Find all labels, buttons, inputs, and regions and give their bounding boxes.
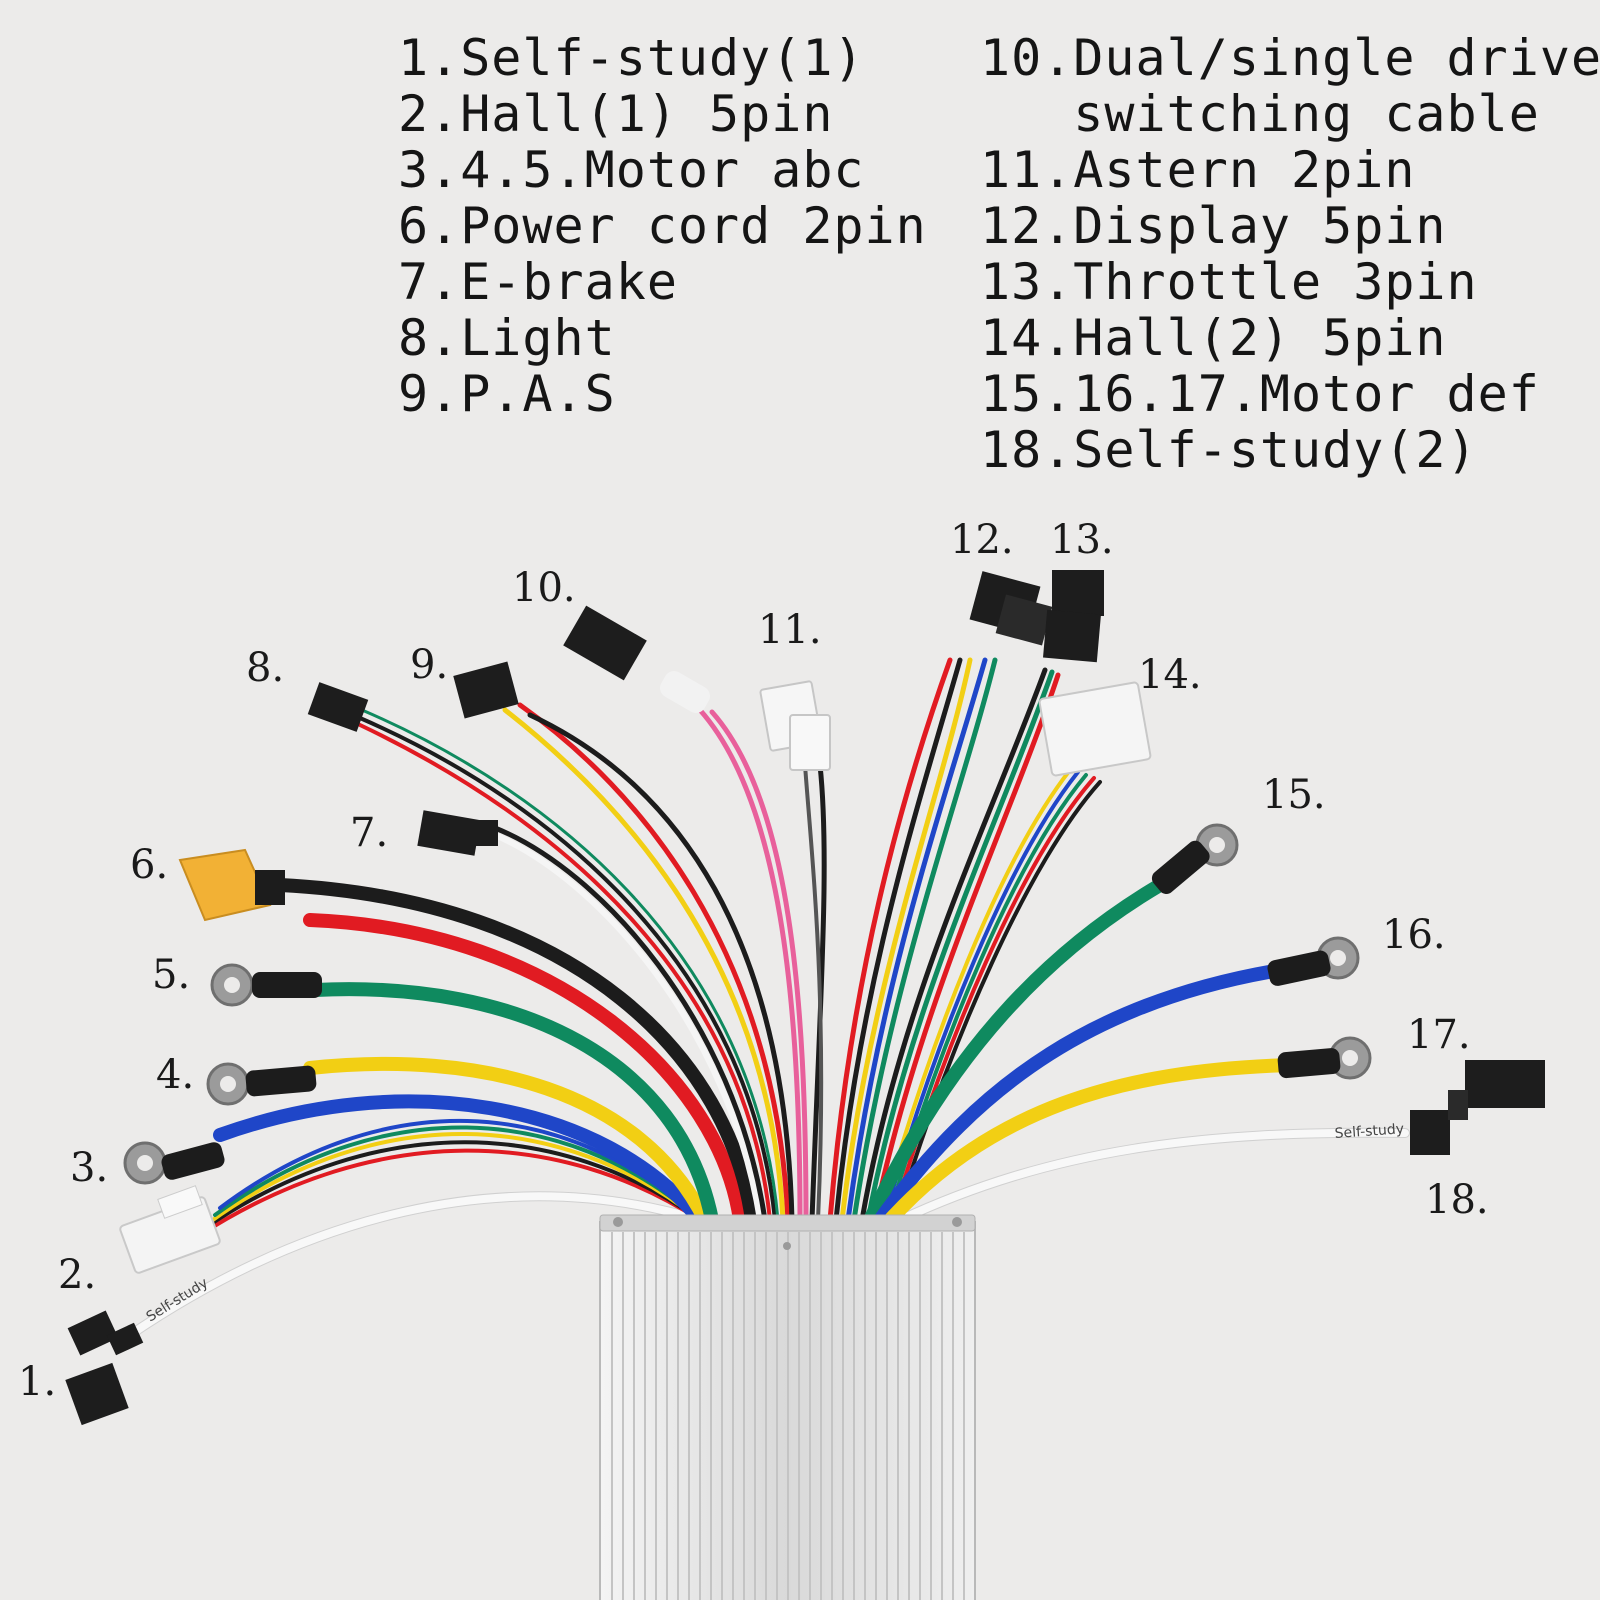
callout-6: 6. bbox=[130, 842, 169, 888]
wire-motor-a-blue bbox=[213, 1094, 707, 1227]
controller-body bbox=[599, 1214, 976, 1600]
legend-right-item: 13.Throttle 3pin bbox=[980, 253, 1478, 311]
wire-motor-e-blue bbox=[873, 963, 1287, 1227]
terminal-4 bbox=[206, 1062, 317, 1106]
legend-left-item: 6.Power cord 2pin bbox=[398, 197, 927, 255]
wire-motor-c-green bbox=[308, 982, 719, 1227]
terminal-15 bbox=[1151, 823, 1239, 894]
callout-3: 3. bbox=[70, 1145, 109, 1191]
connector-10-dual-single bbox=[563, 605, 710, 713]
callout-15: 15. bbox=[1262, 772, 1326, 818]
connector-18-self-study bbox=[1410, 1060, 1545, 1155]
connector-14-hall-2 bbox=[1038, 681, 1152, 777]
cable-label-self-study-1: Self-study bbox=[144, 1275, 211, 1325]
wire-motor-d-green bbox=[863, 878, 1167, 1227]
legend-left-item: 9.P.A.S bbox=[398, 365, 616, 423]
legend-right-item: 15.16.17.Motor def bbox=[980, 365, 1540, 423]
legend-right-item: switching cable bbox=[980, 85, 1540, 143]
callout-7: 7. bbox=[350, 810, 389, 856]
legend-right-item: 10.Dual/single drive bbox=[980, 29, 1600, 87]
wire-dual-single bbox=[697, 707, 803, 1223]
legend-left-item: 2.Hall(1) 5pin bbox=[398, 85, 834, 143]
legend-right-item: 18.Self-study(2) bbox=[980, 421, 1478, 479]
wire-motor-b-yellow bbox=[303, 1056, 712, 1227]
callout-5: 5. bbox=[152, 952, 191, 998]
wire-power-red bbox=[303, 913, 747, 1227]
callout-18: 18. bbox=[1425, 1177, 1489, 1223]
callout-8: 8. bbox=[246, 645, 285, 691]
terminal-17 bbox=[1277, 1036, 1372, 1080]
legend-left-item: 7.E-brake bbox=[398, 253, 678, 311]
connector-13-throttle bbox=[1043, 570, 1104, 663]
terminal-16 bbox=[1267, 936, 1360, 986]
connectors bbox=[65, 570, 1545, 1426]
connector-7-e-brake bbox=[417, 810, 498, 856]
wire-light bbox=[358, 708, 780, 1222]
connector-11-astern bbox=[759, 680, 831, 771]
wire-display bbox=[827, 657, 998, 1223]
connector-9-pas bbox=[453, 661, 519, 719]
ring-terminals bbox=[123, 823, 1372, 1185]
callout-17: 17. bbox=[1407, 1012, 1471, 1058]
wire-hall-1 bbox=[198, 1119, 702, 1237]
callout-10: 10. bbox=[512, 565, 576, 611]
wire-power-black bbox=[273, 878, 759, 1227]
legend-right-item: 11.Astern 2pin bbox=[980, 141, 1416, 199]
connector-6-xt60 bbox=[178, 848, 285, 922]
callout-1: 1. bbox=[18, 1359, 57, 1405]
cable-label-self-study-2: Self-study bbox=[1334, 1121, 1404, 1142]
callout-9: 9. bbox=[410, 642, 449, 688]
terminal-3 bbox=[123, 1141, 225, 1185]
callout-16: 16. bbox=[1382, 912, 1446, 958]
wire-throttle bbox=[859, 667, 1061, 1223]
callout-12: 12. bbox=[950, 517, 1014, 563]
connector-1-self-study bbox=[65, 1310, 144, 1426]
legend-right-item: 12.Display 5pin bbox=[980, 197, 1447, 255]
callout-14: 14. bbox=[1138, 652, 1202, 698]
legend-left-item: 8.Light bbox=[398, 309, 616, 367]
callout-13: 13. bbox=[1050, 517, 1114, 563]
callout-4: 4. bbox=[156, 1052, 195, 1098]
wire-astern bbox=[803, 762, 827, 1223]
terminal-5 bbox=[210, 963, 322, 1007]
legend-left-item: 3.4.5.Motor abc bbox=[398, 141, 865, 199]
wire-motor-f-yellow bbox=[883, 1058, 1297, 1227]
callout-11: 11. bbox=[758, 607, 822, 653]
connector-8-light bbox=[307, 682, 369, 732]
legend-left-item: 1.Self-study(1) bbox=[398, 29, 865, 87]
connector-12-display bbox=[969, 571, 1053, 646]
wire-bundle bbox=[125, 657, 1410, 1340]
legend-right-item: 14.Hall(2) 5pin bbox=[980, 309, 1447, 367]
callout-2: 2. bbox=[58, 1252, 97, 1298]
connector-2-hall-1 bbox=[119, 1185, 221, 1274]
heatsink-fins bbox=[611, 1232, 965, 1600]
wire-e-brake bbox=[492, 825, 768, 1223]
wire-pas bbox=[502, 702, 795, 1223]
